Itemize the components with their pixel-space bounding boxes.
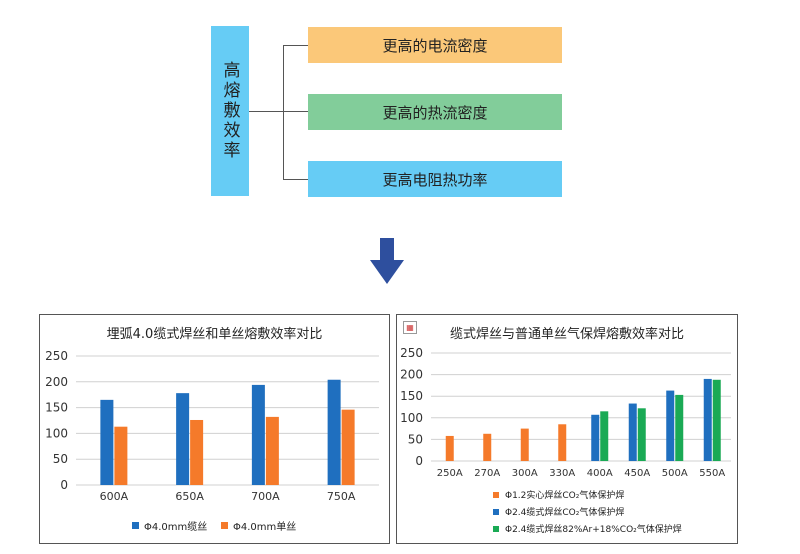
y-tick-label: 250 bbox=[400, 346, 423, 360]
legend-label: Φ4.0mm单丝 bbox=[233, 522, 297, 533]
legend-item-series-2: Φ2.4缆式焊丝CO₂气体保护焊 bbox=[493, 505, 624, 518]
image-icon: ▦ bbox=[403, 321, 417, 334]
x-tick-label: 600A bbox=[100, 490, 129, 503]
connector-vertical bbox=[283, 45, 284, 179]
bar bbox=[628, 403, 637, 461]
bar bbox=[100, 399, 114, 485]
x-tick-label: 750A bbox=[327, 490, 356, 503]
bar bbox=[341, 409, 355, 485]
chart-right-plot: 0 50 100 150 200 250 250A 270A 300A 330A 400A 450A 5… bbox=[400, 346, 731, 479]
bar bbox=[675, 394, 684, 461]
bar bbox=[637, 408, 646, 461]
bar bbox=[600, 411, 609, 461]
branch-resistance-heat: 更高电阻热功率 bbox=[308, 161, 562, 197]
x-tick-label: 650A bbox=[175, 490, 204, 503]
connector-branch-3 bbox=[283, 179, 308, 180]
legend-swatch bbox=[493, 525, 499, 532]
bar bbox=[176, 393, 190, 485]
bar bbox=[520, 428, 529, 461]
bar bbox=[591, 414, 600, 461]
chart-title: 埋弧4.0缆式焊丝和单丝熔敷效率对比 bbox=[106, 327, 323, 342]
bar bbox=[703, 378, 712, 461]
bar bbox=[445, 435, 454, 461]
bar bbox=[265, 416, 279, 485]
bar bbox=[190, 419, 204, 485]
legend-swatch bbox=[493, 491, 499, 498]
branch-label: 更高电阻热功率 bbox=[382, 170, 488, 189]
bar bbox=[251, 384, 265, 485]
root-box: 高熔敷效率 bbox=[211, 26, 249, 196]
branch-label: 更高的热流密度 bbox=[382, 103, 488, 122]
y-tick-label: 50 bbox=[53, 452, 68, 466]
y-tick-label: 0 bbox=[60, 478, 68, 492]
y-tick-label: 200 bbox=[400, 368, 423, 382]
bar bbox=[558, 424, 567, 461]
y-tick-label: 200 bbox=[45, 375, 68, 389]
chart-panel-left: 埋弧4.0缆式焊丝和单丝熔敷效率对比 0 50 100 150 200 250 600A 65… bbox=[39, 314, 390, 544]
y-tick-label: 0 bbox=[415, 454, 423, 468]
legend-item-series-1: Φ1.2实心焊丝CO₂气体保护焊 bbox=[493, 488, 624, 501]
x-tick-label: 700A bbox=[251, 490, 280, 503]
root-label: 高熔敷效率 bbox=[219, 61, 240, 161]
legend-item-series-1: Φ4.0mm缆丝 bbox=[132, 518, 207, 533]
down-arrow-icon bbox=[370, 238, 404, 284]
connector-branch-2 bbox=[283, 111, 308, 112]
legend-item-series-2: Φ4.0mm单丝 bbox=[221, 518, 296, 533]
chart-left-plot: 0 50 100 150 200 250 600A 650A 700A 750A bbox=[45, 349, 379, 503]
legend-swatch bbox=[132, 522, 139, 529]
y-tick-label: 50 bbox=[408, 432, 423, 446]
branch-current-density: 更高的电流密度 bbox=[308, 27, 562, 63]
x-tick-label: 270A bbox=[474, 468, 500, 479]
x-tick-label: 500A bbox=[662, 468, 688, 479]
bar bbox=[114, 426, 128, 485]
connector-branch-1 bbox=[283, 45, 308, 46]
legend-swatch bbox=[221, 522, 228, 529]
y-tick-label: 100 bbox=[45, 426, 68, 440]
branch-label: 更高的电流密度 bbox=[382, 36, 488, 55]
legend-label: Φ1.2实心焊丝CO₂气体保护焊 bbox=[505, 491, 625, 501]
x-tick-label: 250A bbox=[437, 468, 463, 479]
legend-swatch bbox=[493, 508, 499, 515]
y-tick-label: 150 bbox=[45, 401, 68, 415]
chart-panel-right: ▦ 缆式焊丝与普通单丝气保焊熔敷效率对比 0 50 100 150 200 250 250A… bbox=[396, 314, 738, 544]
y-tick-label: 100 bbox=[400, 411, 423, 425]
x-tick-label: 450A bbox=[624, 468, 650, 479]
legend-label: Φ4.0mm缆丝 bbox=[144, 522, 208, 533]
legend-item-series-3: Φ2.4缆式焊丝82%Ar+18%CO₂气体保护焊 bbox=[493, 522, 682, 535]
legend-label: Φ2.4缆式焊丝82%Ar+18%CO₂气体保护焊 bbox=[505, 525, 682, 535]
x-tick-label: 330A bbox=[549, 468, 575, 479]
y-tick-label: 250 bbox=[45, 349, 68, 363]
bar bbox=[712, 379, 721, 461]
x-tick-label: 400A bbox=[587, 468, 613, 479]
y-tick-label: 150 bbox=[400, 389, 423, 403]
chart-title: 缆式焊丝与普通单丝气保焊熔敷效率对比 bbox=[449, 327, 684, 342]
bar bbox=[666, 390, 675, 461]
x-tick-label: 550A bbox=[699, 468, 725, 479]
bar bbox=[483, 433, 492, 461]
bar bbox=[327, 379, 341, 485]
legend-label: Φ2.4缆式焊丝CO₂气体保护焊 bbox=[505, 508, 625, 518]
branch-heat-flux-density: 更高的热流密度 bbox=[308, 94, 562, 130]
connector-main bbox=[249, 111, 283, 112]
x-tick-label: 300A bbox=[512, 468, 538, 479]
